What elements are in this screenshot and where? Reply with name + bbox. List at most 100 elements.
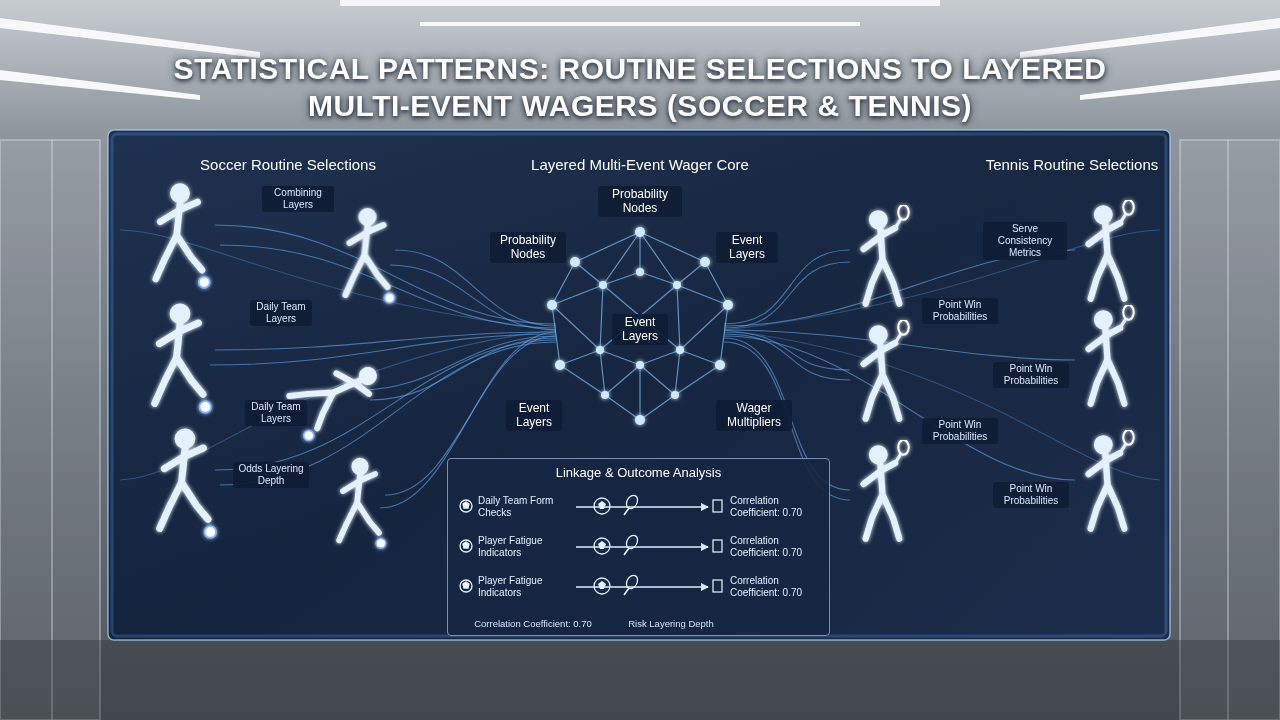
art-circle: [671, 391, 679, 399]
art-rect: [1180, 140, 1280, 720]
art-circle: [636, 361, 644, 369]
art-circle: [715, 360, 725, 370]
art-ellipse: [624, 573, 640, 590]
column-heading: Soccer Routine Selections: [188, 156, 388, 174]
annotation-label: Combining Layers: [262, 186, 334, 212]
annotation-label: Risk Layering Depth: [616, 618, 726, 629]
link-arrow: [576, 546, 708, 547]
art-circle: [676, 346, 684, 354]
art-line: [51, 140, 53, 720]
item-text: Player Fatigue Indicators: [478, 575, 574, 599]
art-path: [598, 501, 606, 589]
art-circle: [723, 300, 733, 310]
art-path: [463, 542, 469, 548]
art-use: [864, 320, 909, 419]
art-use: [282, 354, 386, 442]
panel-glow: [112, 134, 1166, 636]
art-circle: [570, 257, 580, 267]
annotation-label: Event Layers: [506, 400, 562, 431]
art-circle: [635, 227, 645, 237]
art-rect: [713, 500, 722, 512]
art-rect: [340, 0, 940, 6]
art-rect: [420, 22, 860, 26]
art-circle: [700, 257, 710, 267]
annotation-label: Wager Multipliers: [716, 400, 792, 431]
tennis-players: [864, 200, 1134, 539]
annotation-label: Daily Team Layers: [245, 400, 307, 426]
art-circle: [636, 268, 644, 276]
art-use: [864, 205, 909, 304]
art-use: [156, 187, 210, 288]
art-ellipse: [624, 493, 640, 510]
art-polygon: [1080, 70, 1280, 100]
art-ellipse: [624, 533, 640, 550]
art-use: [160, 432, 216, 538]
annotation-label: Point Win Probabilities: [922, 298, 998, 324]
art-use: [155, 307, 211, 413]
probability-dots: [547, 227, 733, 425]
art-use: [864, 440, 909, 539]
analysis-item: Correlation Coefficient: 0.70: [710, 575, 822, 599]
linkage-box-fill: [447, 458, 830, 636]
art-rect: [713, 540, 722, 552]
art-g: [624, 493, 640, 590]
glass-panel: [108, 130, 1170, 640]
art-polygon: [0, 70, 200, 100]
art-circle: [460, 500, 472, 512]
analysis-item: Daily Team Form Checks: [456, 495, 574, 519]
art-path: [463, 502, 469, 508]
floor: [0, 640, 1280, 720]
art-use: [1089, 305, 1134, 404]
annotation-label: Correlation Coefficient: 0.70: [458, 618, 608, 629]
art-use: [339, 461, 386, 548]
art-circle: [596, 346, 604, 354]
art-path: [624, 508, 629, 595]
art-path: [215, 332, 556, 350]
art-line: [1227, 140, 1229, 720]
art-circle: [460, 540, 472, 552]
art-use: [1089, 200, 1134, 299]
annotation-label: Probability Nodes: [490, 232, 566, 263]
art-path: [724, 262, 850, 328]
art-circle: [635, 415, 645, 425]
item-text: Correlation Coefficient: 0.70: [730, 535, 822, 559]
art-circle: [673, 281, 681, 289]
art-use: [346, 211, 395, 303]
link-arrow: [576, 506, 708, 507]
analysis-item: Correlation Coefficient: 0.70: [710, 535, 822, 559]
analysis-item: Player Fatigue Indicators: [456, 575, 574, 599]
annotation-label: Event Layers: [612, 314, 668, 345]
box-heading: Linkage & Outcome Analysis: [448, 459, 829, 480]
diagram-title: STATISTICAL PATTERNS: ROUTINE SELECTIONS…: [140, 50, 1140, 124]
art-path: [724, 332, 850, 370]
row-ball-icons: [460, 500, 472, 592]
annotation-label: Point Win Probabilities: [993, 482, 1069, 508]
analysis-box: Linkage & Outcome AnalysisDaily Team For…: [447, 458, 830, 636]
art-use: [1089, 430, 1134, 529]
item-text: Daily Team Form Checks: [478, 495, 574, 519]
analysis-item: Correlation Coefficient: 0.70: [710, 495, 822, 519]
item-text: Correlation Coefficient: 0.70: [730, 495, 822, 519]
art-circle: [599, 281, 607, 289]
art-circle: [460, 580, 472, 592]
link-arrow: [576, 586, 708, 587]
item-text: Player Fatigue Indicators: [478, 535, 574, 559]
art-path: [370, 338, 556, 400]
art-path: [390, 265, 556, 330]
art-path: [724, 334, 850, 380]
art-rect: [0, 140, 100, 720]
art-circle: [555, 360, 565, 370]
art-path: [463, 582, 469, 588]
art-path: [215, 340, 556, 470]
art-circle: [547, 300, 557, 310]
analysis-item: Player Fatigue Indicators: [456, 535, 574, 559]
annotation-label: Event Layers: [716, 232, 778, 263]
annotation-label: Point Win Probabilities: [993, 362, 1069, 388]
column-heading: Tennis Routine Selections: [972, 156, 1172, 174]
document-icons: [713, 500, 722, 592]
annotation-label: Odds Layering Depth: [233, 462, 309, 488]
art-circle: [601, 391, 609, 399]
annotation-label: Point Win Probabilities: [922, 418, 998, 444]
